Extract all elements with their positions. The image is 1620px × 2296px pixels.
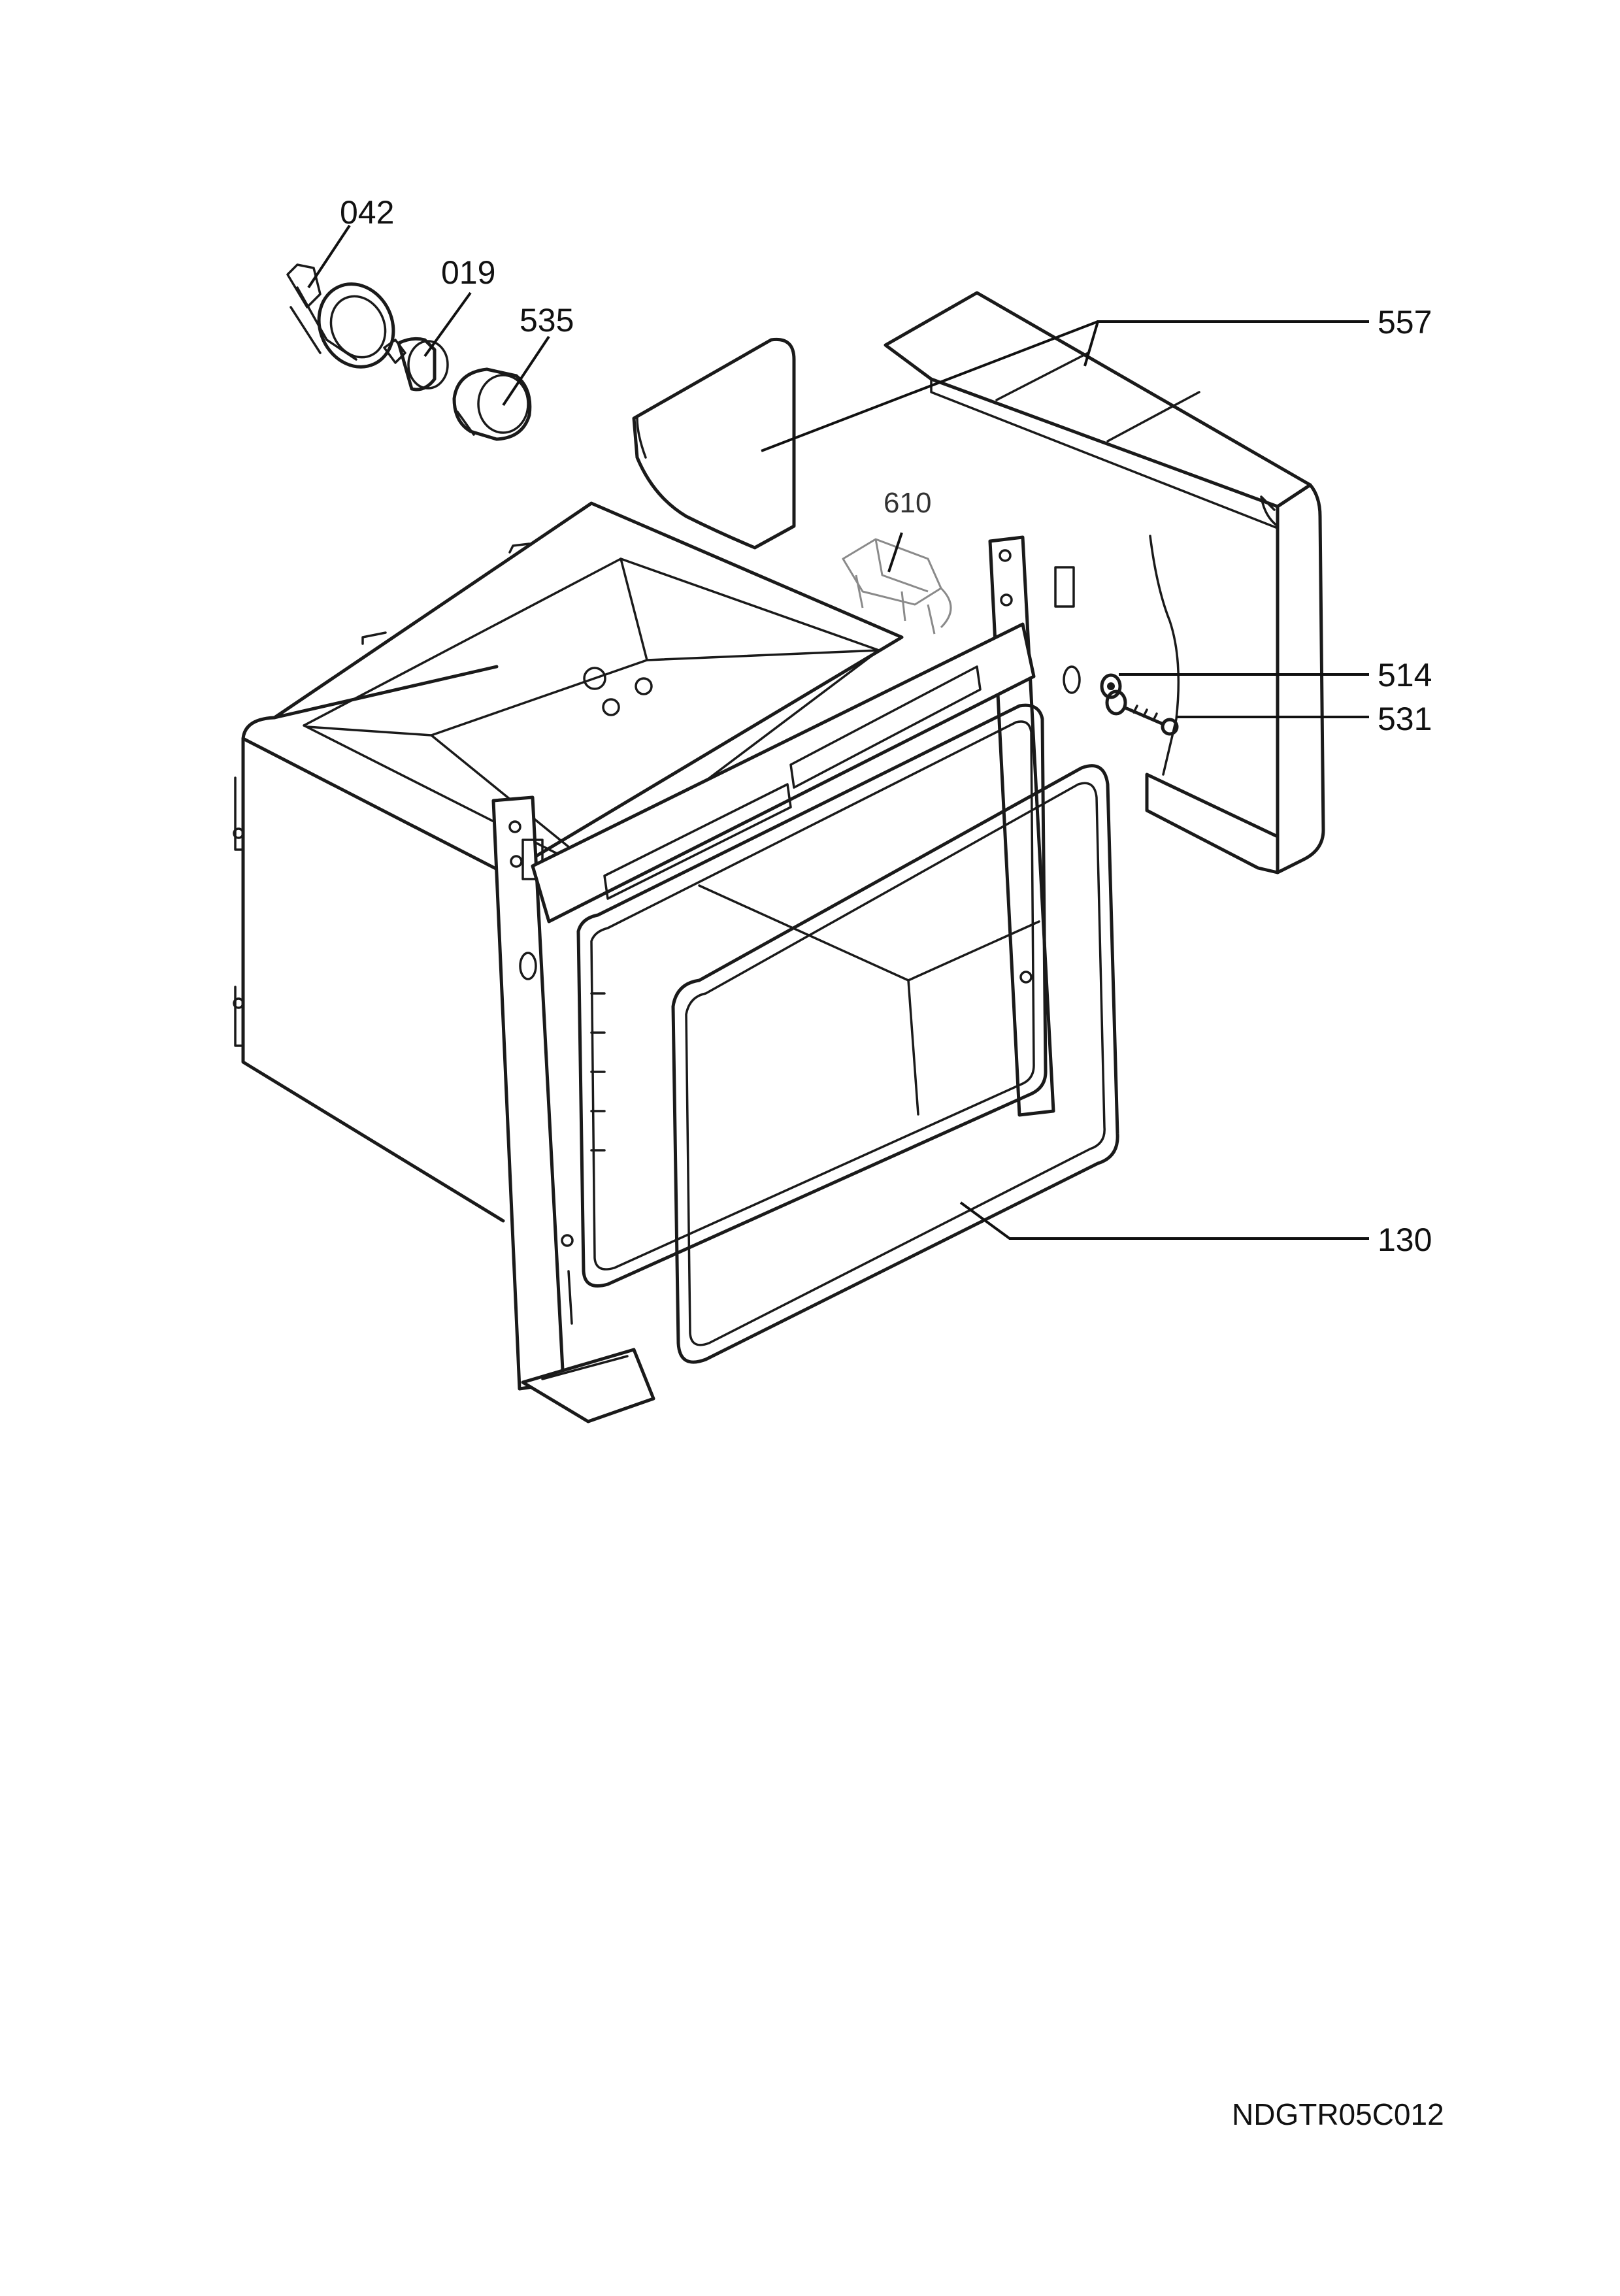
leader-130	[959, 1201, 1369, 1240]
label-lamp-bulb: 019	[441, 254, 496, 291]
leader-019	[423, 291, 472, 358]
washer-drawing	[1100, 673, 1122, 699]
lamp-bulb-drawing	[383, 337, 449, 391]
leader-535	[502, 335, 550, 407]
lamp-cover-drawing	[452, 367, 532, 441]
label-screw: 531	[1378, 701, 1432, 737]
oven-cavity	[233, 501, 904, 1223]
label-lamp-holder: 042	[340, 194, 395, 231]
front-frame	[491, 535, 1081, 1423]
label-washer: 514	[1378, 657, 1432, 693]
label-insulation: 557	[1378, 304, 1432, 341]
leader-610	[887, 532, 903, 573]
lamp-holder-drawing	[286, 263, 395, 369]
thermostat-drawing	[842, 538, 952, 635]
screw-drawing	[1105, 690, 1179, 736]
drawing-code: NDGTR05C012	[1232, 2097, 1444, 2131]
leader-lines	[307, 224, 1369, 1240]
leader-557-left	[761, 320, 1099, 452]
leader-042	[307, 224, 351, 289]
label-door-seal: 130	[1378, 1222, 1432, 1258]
door-seal-drawing	[671, 764, 1119, 1364]
label-lamp-cover: 535	[520, 302, 574, 339]
leader-557-right	[1083, 320, 1369, 367]
label-thermostat: 610	[884, 487, 932, 519]
insulation-drawing	[632, 291, 1325, 874]
